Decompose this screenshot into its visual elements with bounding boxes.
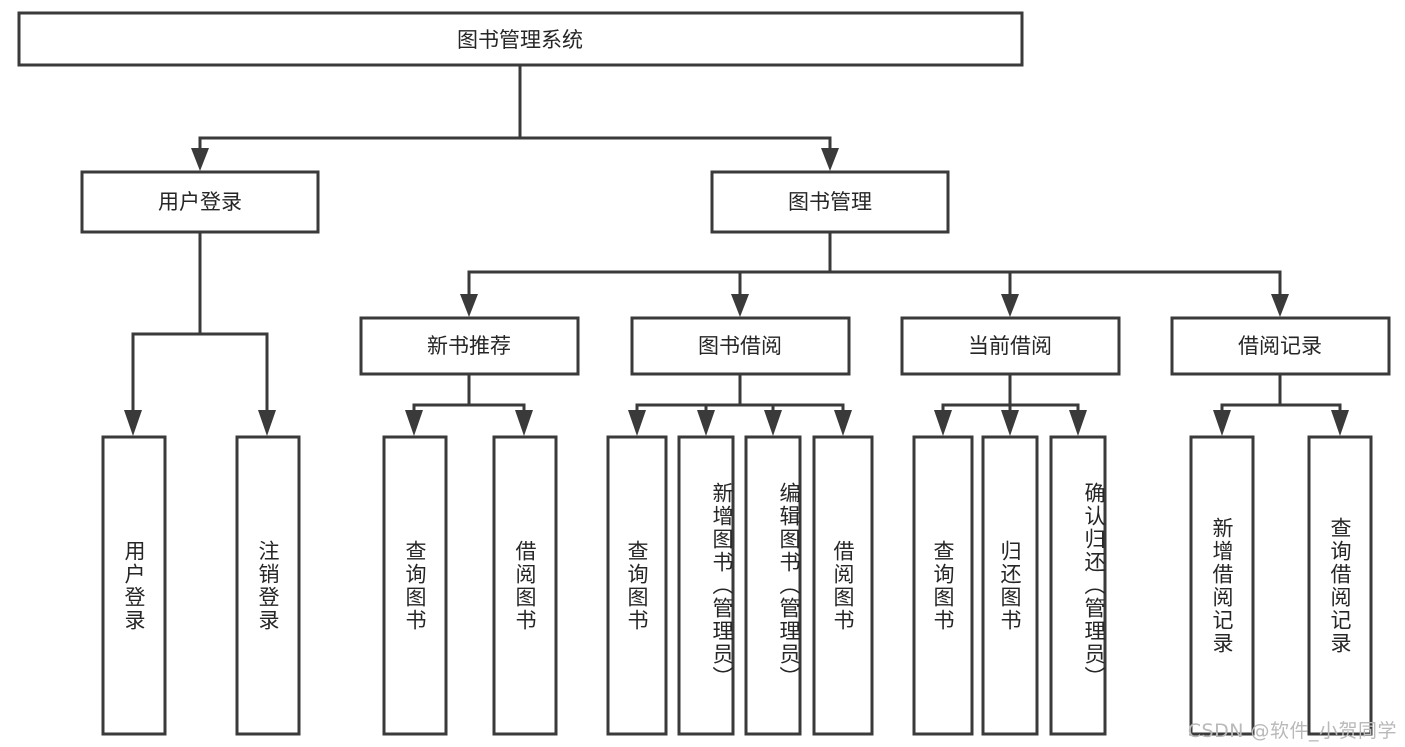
leaf-box-query-book-3[interactable] bbox=[912, 435, 974, 736]
node-book-borrow[interactable]: 图书借阅 bbox=[630, 316, 851, 376]
node-root-box[interactable] bbox=[17, 11, 1024, 67]
arrow-head-leaf-edit-book bbox=[764, 410, 782, 436]
node-current-borrow-box[interactable] bbox=[900, 316, 1121, 376]
arrow-head-leaf-query-book-1 bbox=[405, 410, 423, 436]
leaf-box-confirm-return[interactable] bbox=[1049, 435, 1107, 736]
arrow-head-leaf-query-book-3 bbox=[934, 410, 952, 436]
arrow-head-leaf-query-record bbox=[1331, 410, 1349, 436]
arrow-head-book-borrow bbox=[731, 294, 749, 317]
node-user-login-box[interactable] bbox=[80, 170, 320, 234]
arrow-head-leaf-query-book-2 bbox=[628, 410, 646, 436]
csdn-watermark: CSDN @软件_小贺同学 bbox=[1187, 720, 1397, 742]
node-new-book-recommend-box[interactable] bbox=[359, 316, 580, 376]
node-book-manage-box[interactable] bbox=[710, 170, 950, 234]
arrow-head-leaf-borrow-book-1 bbox=[515, 410, 533, 436]
node-new-book-recommend[interactable]: 新书推荐 bbox=[359, 316, 580, 376]
node-borrow-record[interactable]: 借阅记录 bbox=[1170, 316, 1391, 376]
arrow-head-leaf-user-login bbox=[124, 410, 142, 436]
arrow-head-leaf-add-record bbox=[1213, 410, 1231, 436]
leaf-box-query-book-1[interactable] bbox=[382, 435, 448, 736]
leaf-box-group bbox=[101, 435, 1373, 736]
node-book-manage[interactable]: 图书管理 bbox=[710, 170, 950, 234]
node-borrow-record-label: 借阅记录 bbox=[1238, 334, 1322, 358]
leaf-box-return-book[interactable] bbox=[981, 435, 1039, 736]
leaf-box-query-record[interactable] bbox=[1307, 435, 1373, 736]
node-new-book-recommend-label: 新书推荐 bbox=[427, 334, 511, 358]
arrow-head-book-manage bbox=[821, 148, 839, 171]
arrow-head-current-borrow bbox=[1001, 294, 1019, 317]
arrow-head-leaf-logout-login bbox=[258, 410, 276, 436]
arrow-head-borrow-record bbox=[1271, 294, 1289, 317]
node-user-login-label: 用户登录 bbox=[158, 190, 242, 214]
leaf-box-edit-book[interactable] bbox=[744, 435, 802, 736]
leaf-box-add-book[interactable] bbox=[677, 435, 735, 736]
leaf-box-add-record[interactable] bbox=[1189, 435, 1255, 736]
leaf-box-logout-login[interactable] bbox=[235, 435, 301, 736]
node-current-borrow[interactable]: 当前借阅 bbox=[900, 316, 1121, 376]
arrow-head-user-login bbox=[191, 148, 209, 171]
node-root[interactable]: 图书管理系统 bbox=[17, 11, 1024, 67]
node-user-login[interactable]: 用户登录 bbox=[80, 170, 320, 234]
node-root-label: 图书管理系统 bbox=[457, 28, 583, 52]
node-book-borrow-box[interactable] bbox=[630, 316, 851, 376]
arrow-head-leaf-borrow-book-2 bbox=[834, 410, 852, 436]
leaf-box-borrow-book-1[interactable] bbox=[492, 435, 558, 736]
leaf-box-borrow-book-2[interactable] bbox=[812, 435, 874, 736]
arrow-head-leaf-add-book bbox=[697, 410, 715, 436]
node-current-borrow-label: 当前借阅 bbox=[968, 334, 1052, 358]
node-book-manage-label: 图书管理 bbox=[788, 190, 872, 214]
node-book-borrow-label: 图书借阅 bbox=[698, 334, 782, 358]
arrow-head-leaf-confirm-return bbox=[1069, 410, 1087, 436]
arrow-head-new-book-recommend bbox=[460, 294, 478, 317]
node-borrow-record-box[interactable] bbox=[1170, 316, 1391, 376]
leaf-box-query-book-2[interactable] bbox=[606, 435, 668, 736]
arrow-head-leaf-return-book bbox=[1001, 410, 1019, 436]
connector-group bbox=[124, 64, 1349, 436]
leaf-box-user-login[interactable] bbox=[101, 435, 167, 736]
